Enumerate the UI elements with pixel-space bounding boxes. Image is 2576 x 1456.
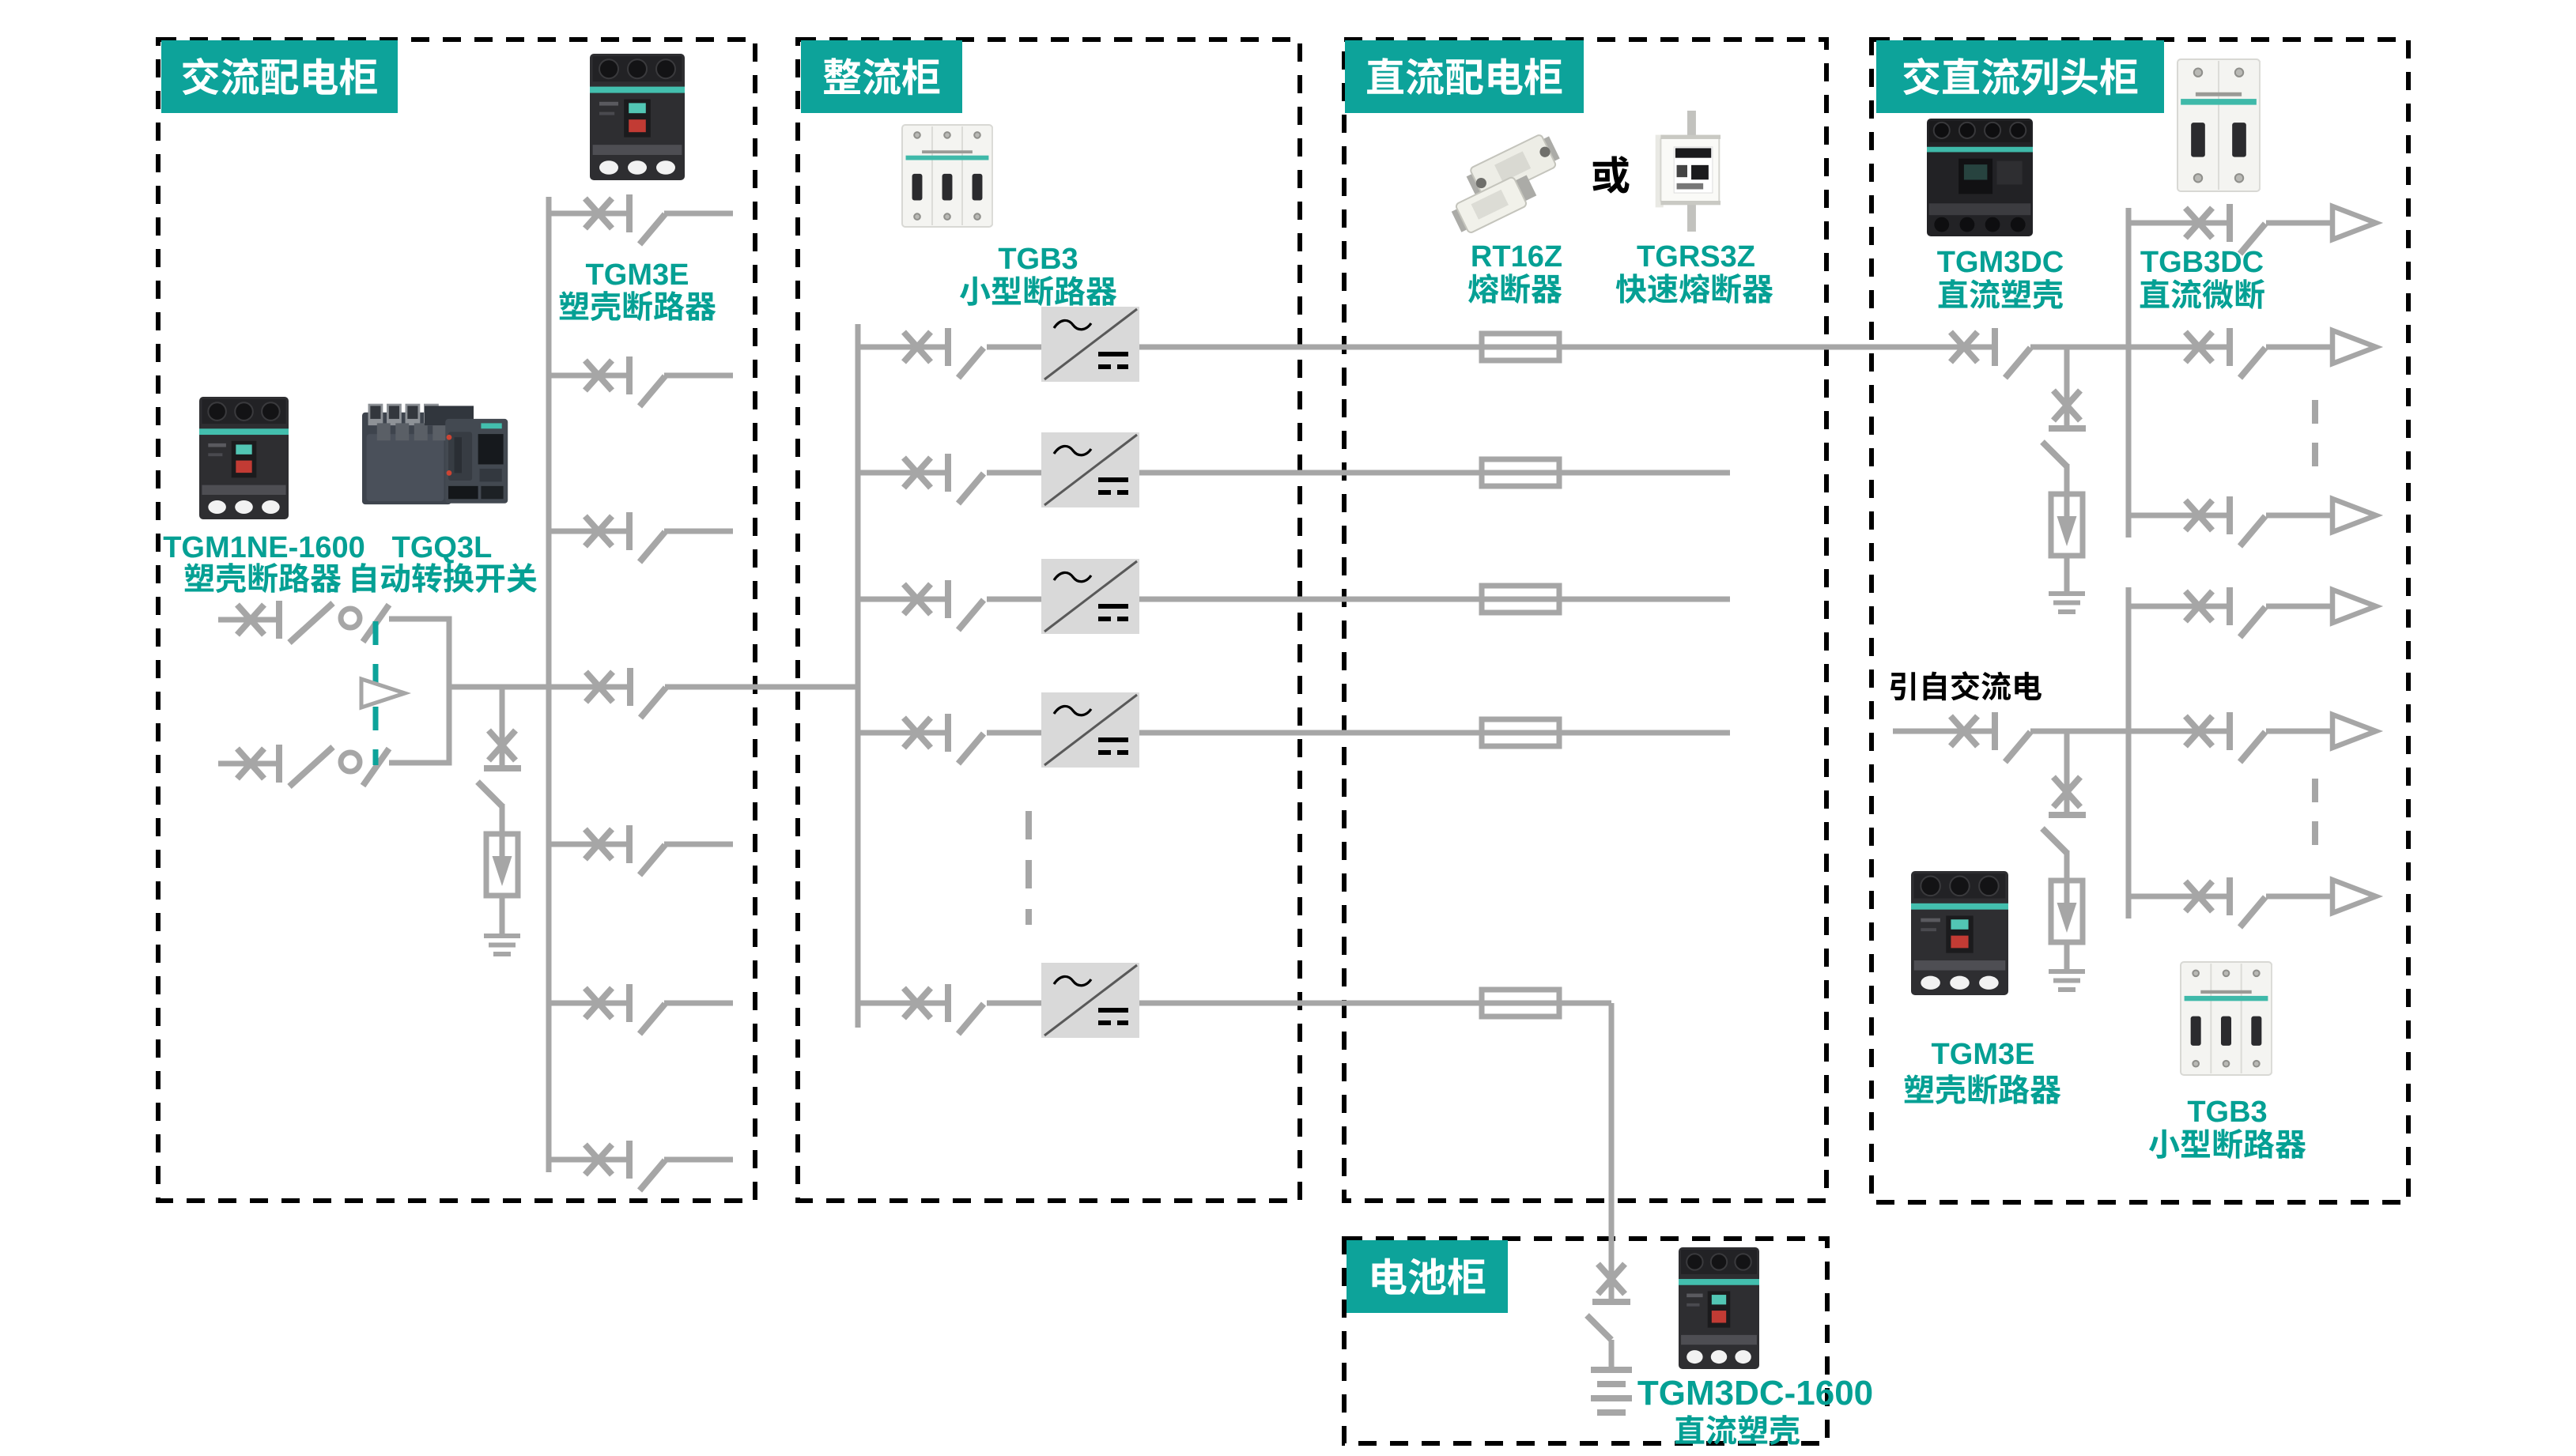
svg-text:TGB3DC: TGB3DC (2140, 246, 2264, 279)
svg-text:TGM3E: TGM3E (1932, 1038, 2035, 1071)
svg-text:TGB3: TGB3 (2187, 1096, 2267, 1129)
svg-text:TGM3DC-1600: TGM3DC-1600 (1637, 1374, 1873, 1413)
svg-text:TGB3: TGB3 (998, 243, 1078, 276)
svg-text:TGQ3L: TGQ3L (392, 531, 493, 564)
svg-text:TGRS3Z: TGRS3Z (1637, 240, 1755, 273)
svg-text:RT16Z: RT16Z (1471, 240, 1562, 273)
svg-text:TGM3E: TGM3E (586, 258, 689, 292)
svg-text:TGM1NE-1600: TGM1NE-1600 (163, 531, 365, 564)
svg-text:TGM3DC: TGM3DC (1937, 246, 2064, 279)
